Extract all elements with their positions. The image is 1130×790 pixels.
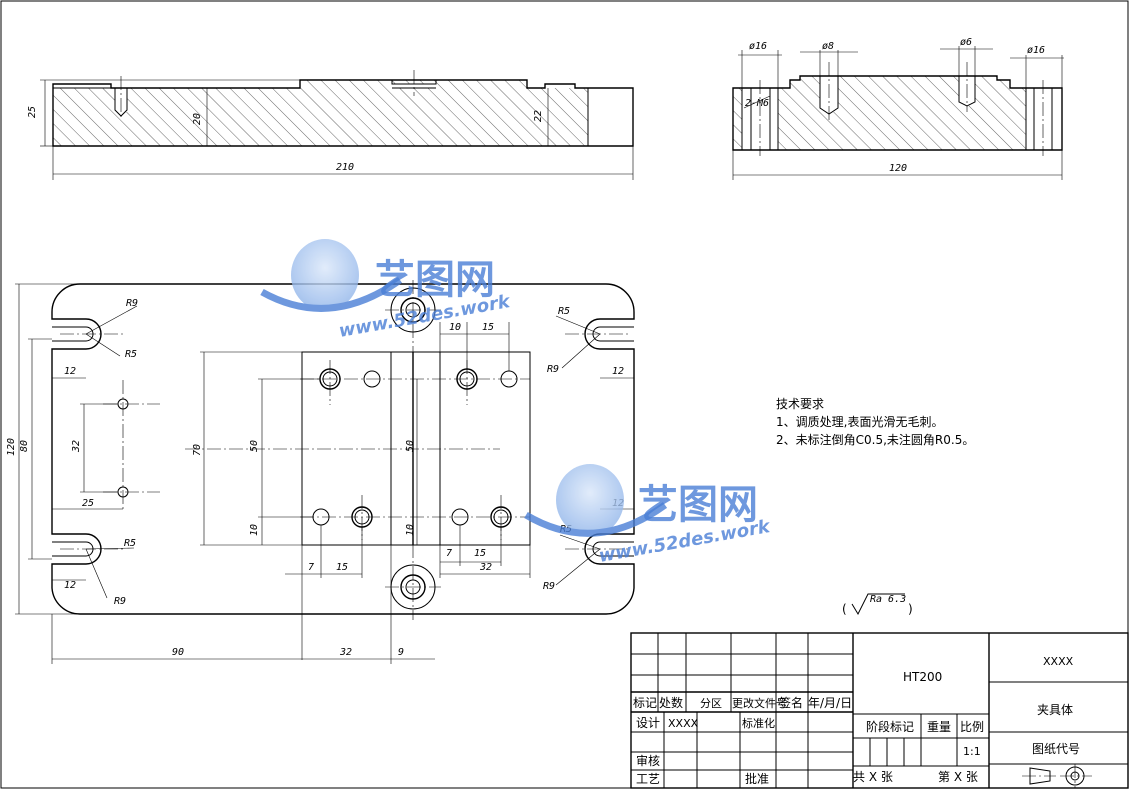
tb-scale: 比例 [960, 720, 984, 734]
dim-radius-r5-tl: R5 [125, 349, 137, 360]
dim-thread-m6: 2-M6 [745, 98, 769, 109]
roughness-value: Ra 6.3 [870, 594, 906, 605]
tb-scale-value: 1:1 [963, 745, 981, 758]
watermark-top-cn: 艺图网 [375, 257, 495, 303]
tb-count: 处数 [659, 695, 683, 710]
tech-req-item-1: 1、调质处理,表面光滑无毛刺。 [776, 415, 944, 429]
tb-zone: 分区 [700, 697, 722, 710]
tech-req-item-2: 2、未标注倒角C0.5,未注圆角R0.5。 [776, 433, 975, 447]
dim-radius-r5-tr: R5 [558, 306, 570, 317]
tb-process: 工艺 [636, 772, 660, 786]
plan-view [15, 280, 635, 664]
dim-width-7-right: 7 [446, 548, 452, 559]
dim-height-50-right: 50 [405, 440, 416, 452]
dim-height-10-right: 10 [405, 524, 416, 536]
dim-height-22: 22 [533, 110, 544, 122]
dim-radius-r9-br: R9 [543, 581, 555, 592]
watermark-bottom-cn: 艺图网 [638, 482, 758, 528]
dim-width-120: 120 [889, 163, 907, 174]
tb-stage: 阶段标记 [866, 719, 914, 734]
dim-height-25: 25 [27, 106, 38, 118]
roughness-symbol [851, 593, 905, 616]
tb-mark: 标记 [633, 696, 657, 710]
dim-width-15-top: 15 [482, 322, 494, 333]
tb-material: HT200 [903, 670, 942, 684]
dim-width-15-right: 15 [474, 548, 486, 559]
dim-width-12-tr: 12 [612, 366, 624, 377]
tech-req-title: 技术要求 [776, 397, 825, 411]
tb-part-name: 夹具体 [1037, 703, 1073, 717]
tb-sign: 签名 [779, 695, 803, 710]
dim-dia-16-right: ø16 [1027, 45, 1045, 56]
dim-height-50-left: 50 [249, 440, 260, 452]
dim-width-90: 90 [172, 647, 184, 658]
tb-designer: XXXX [668, 717, 699, 730]
projection-symbol [1022, 764, 1092, 788]
tb-company: XXXX [1043, 655, 1074, 668]
dim-dia-6: ø6 [960, 37, 972, 48]
dim-height-70: 70 [192, 444, 203, 456]
dim-width-32-right: 32 [479, 562, 492, 573]
dim-height-32: 32 [71, 440, 82, 453]
tb-sheet: 第 X 张 [938, 770, 978, 784]
tb-standard: 标准化 [742, 716, 775, 730]
tb-date: 年/月/日 [808, 696, 852, 710]
dim-width-12-bl: 12 [64, 580, 76, 591]
tb-review: 审核 [636, 753, 660, 768]
roughness-close-paren: ) [908, 602, 913, 616]
dim-height-10-left: 10 [249, 524, 260, 536]
dim-width-12-tl: 12 [64, 366, 76, 377]
tb-approve: 批准 [745, 771, 769, 786]
dim-width-25: 25 [82, 498, 94, 509]
side-view [732, 46, 1064, 180]
dim-width-210: 210 [336, 162, 354, 173]
counterbore-top [385, 287, 441, 333]
dim-width-9: 9 [398, 647, 404, 658]
dim-width-10: 10 [449, 322, 461, 333]
dim-dia-8: ø8 [822, 41, 834, 52]
tb-design: 设计 [636, 716, 660, 730]
holes [103, 360, 530, 540]
dim-radius-r9-tr: R9 [547, 364, 559, 375]
tb-drawing-no: 图纸代号 [1032, 742, 1080, 756]
dim-width-7-left: 7 [308, 562, 314, 573]
counterbore-bottom [385, 564, 441, 610]
tb-docno: 更改文件号 [732, 696, 787, 710]
tb-total: 共 X 张 [853, 770, 893, 784]
dim-radius-r9-tl: R9 [126, 298, 138, 309]
roughness-open-paren: ( [842, 602, 847, 616]
dim-height-20: 20 [192, 113, 203, 125]
dim-dia-16-left: ø16 [749, 41, 767, 52]
dim-radius-r5-bl: R5 [124, 538, 136, 549]
dim-height-120: 120 [6, 438, 17, 456]
watermark-top [260, 239, 403, 312]
dim-radius-r9-bl: R9 [114, 596, 126, 607]
dim-height-80: 80 [19, 440, 30, 452]
tb-weight: 重量 [927, 720, 951, 734]
dim-width-15-left: 15 [336, 562, 348, 573]
title-block [630, 632, 1129, 789]
front-view [40, 70, 634, 180]
watermark-bottom [524, 464, 668, 537]
dim-width-32-bottom: 32 [339, 647, 352, 658]
